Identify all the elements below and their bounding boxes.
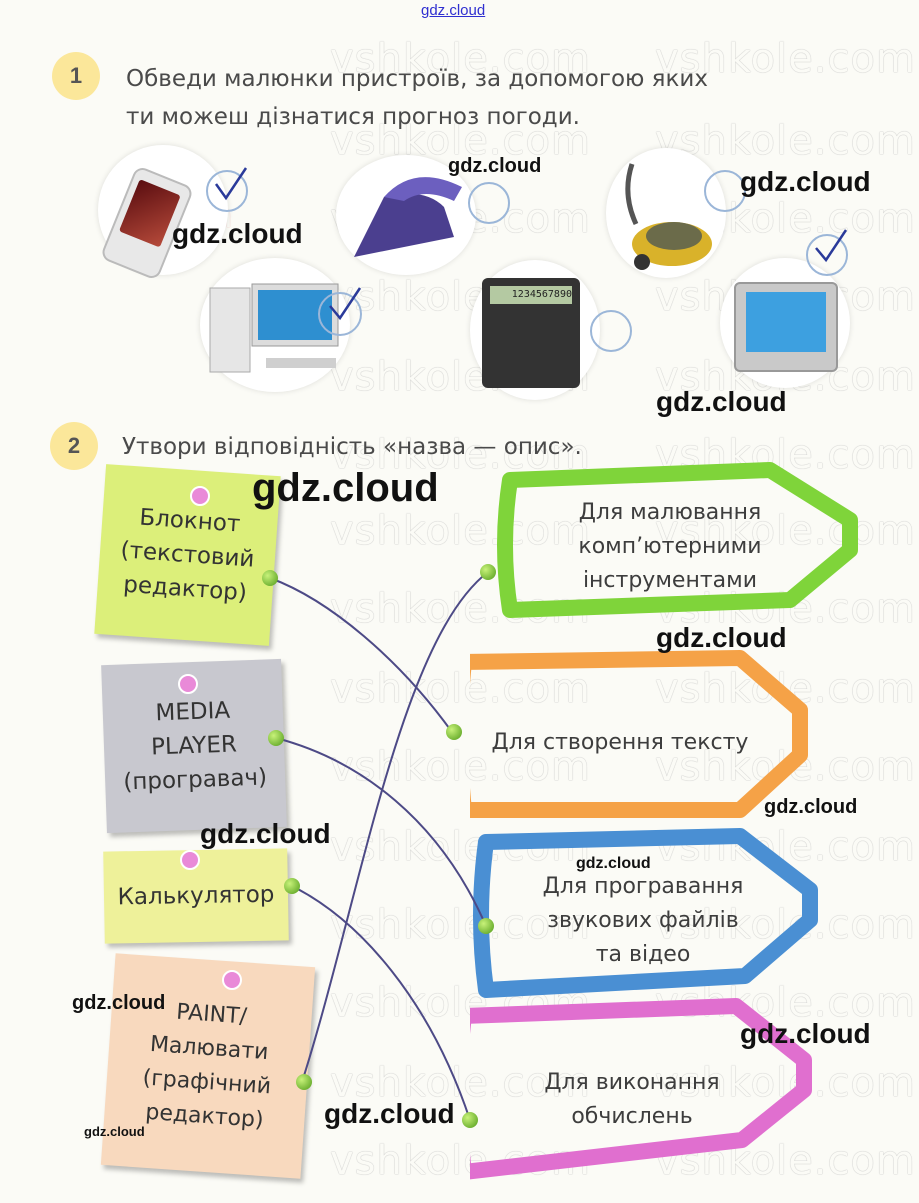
- checkmark-icon: [214, 167, 248, 201]
- check-circle[interactable]: [468, 182, 510, 224]
- watermark: vshkole.com: [330, 902, 591, 948]
- gdz-watermark: gdz.cloud: [740, 166, 871, 197]
- pin-icon: [178, 674, 198, 694]
- pin-icon: [180, 850, 200, 870]
- watermark: vshkole.com: [330, 666, 591, 712]
- iron-icon: [354, 177, 462, 257]
- line-notepad-text: [269, 577, 453, 733]
- device-computer[interactable]: [200, 258, 350, 392]
- task1-line1: Обведи малюнки пристроїв, за допомогою я…: [126, 66, 708, 92]
- gdz-watermark: gdz.cloud: [172, 218, 303, 249]
- watermark: vshkole.com: [330, 432, 591, 478]
- vacuum-icon: [625, 163, 712, 270]
- watermark: vshkole.com: [330, 508, 591, 554]
- device-phone[interactable]: [98, 145, 228, 281]
- pin-icon: [190, 486, 210, 506]
- check-circle[interactable]: [206, 170, 248, 212]
- gdz-watermark: gdz.cloud: [740, 1018, 871, 1049]
- device-vacuum[interactable]: [606, 148, 726, 278]
- watermark: vshkole.com: [330, 1060, 591, 1106]
- connector-dot[interactable]: [262, 570, 278, 586]
- check-circle[interactable]: [590, 310, 632, 352]
- check-circle[interactable]: [318, 292, 362, 336]
- task2-text: Утвори відповідність «назва — опис».: [122, 434, 582, 460]
- tag-outline-orange: [470, 650, 808, 818]
- tag-outline-pink: [470, 998, 812, 1180]
- desc-4: Для виконання обчислень: [544, 1070, 720, 1129]
- tags-svg: [470, 462, 858, 1180]
- desc-2: Для створення тексту: [491, 730, 749, 755]
- task2-number: 2: [50, 422, 98, 470]
- task1-number: 1: [52, 52, 100, 100]
- watermark: vshkole.com: [655, 508, 916, 554]
- pin-icon: [222, 970, 242, 990]
- task1-line2: ти можеш дізнатися прогноз погоди.: [126, 104, 580, 130]
- connector-dot[interactable]: [478, 918, 494, 934]
- gdz-watermark: gdz.cloud: [576, 855, 651, 872]
- connector-dot[interactable]: [446, 724, 462, 740]
- checkmark-icon: [815, 229, 848, 263]
- checkmark-icon: [329, 287, 362, 321]
- device-iron[interactable]: [336, 155, 476, 275]
- computer-icon: [209, 283, 339, 373]
- desc-3: Для програвання звукових файлів та відео: [542, 874, 744, 967]
- device-calculator[interactable]: 1234567890: [470, 260, 600, 400]
- connector-dot[interactable]: [480, 564, 496, 580]
- tv-icon: [734, 282, 838, 372]
- gdz-watermark: gdz.cloud: [252, 466, 439, 510]
- watermark: vshkole.com: [655, 36, 916, 82]
- gdz-watermark: gdz.cloud: [72, 992, 166, 1014]
- device-tv[interactable]: [720, 258, 850, 388]
- connector-dot[interactable]: [268, 730, 284, 746]
- tag-outline-green: [497, 462, 858, 618]
- watermark: vshkole.com: [330, 118, 591, 164]
- gdz-watermark: gdz.cloud: [656, 622, 787, 653]
- desc-1: Для малювання комп’ютерними інструментам…: [578, 500, 762, 593]
- tag-outline-blue: [473, 828, 818, 998]
- connector-dot[interactable]: [284, 878, 300, 894]
- line-paint-draw: [301, 571, 489, 1083]
- gdz-watermark: gdz.cloud: [764, 796, 858, 818]
- connector-dot[interactable]: [462, 1112, 478, 1128]
- gdz-watermark: gdz.cloud: [656, 386, 787, 417]
- check-circle[interactable]: [704, 170, 746, 212]
- source-link[interactable]: gdz.cloud: [421, 2, 486, 19]
- calculator-display: 1234567890: [490, 286, 572, 304]
- line-calc-compute: [291, 885, 471, 1121]
- calculator-icon: 1234567890: [482, 278, 580, 388]
- gdz-watermark: gdz.cloud: [200, 818, 331, 849]
- watermark: vshkole.com: [655, 118, 916, 164]
- gdz-watermark: gdz.cloud: [324, 1098, 455, 1129]
- gdz-watermark: gdz.cloud: [84, 1124, 145, 1139]
- gdz-watermark: gdz.cloud: [448, 155, 542, 177]
- watermark: vshkole.com: [330, 36, 591, 82]
- line-media-audio: [275, 737, 487, 927]
- connector-dot[interactable]: [296, 1074, 312, 1090]
- check-circle[interactable]: [806, 234, 848, 276]
